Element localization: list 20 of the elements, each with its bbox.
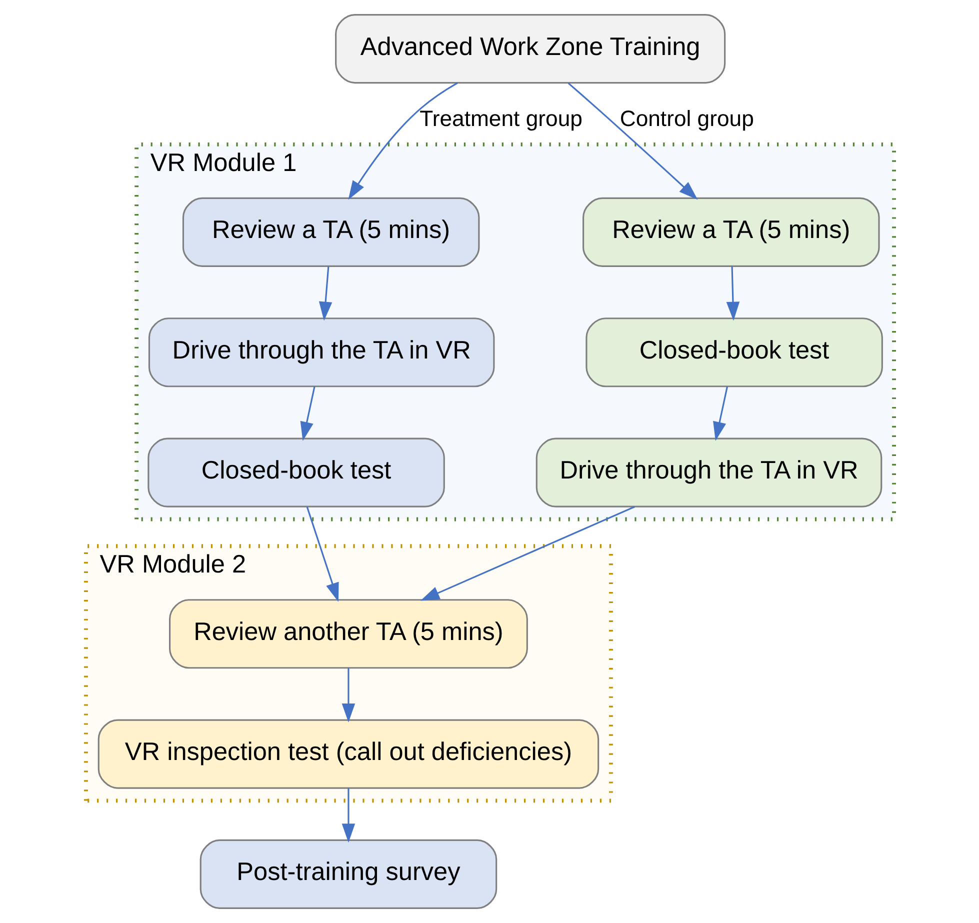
edge-label: Control group — [619, 106, 754, 131]
node-box: Drive through the TA in VR — [535, 438, 882, 508]
arrow — [341, 668, 355, 722]
node-box: Post-training survey — [199, 839, 497, 909]
arrow — [318, 266, 332, 321]
node-box: Review a TA (5 mins) — [582, 197, 880, 267]
arrow — [348, 82, 458, 200]
arrow — [567, 82, 698, 200]
node-box: Drive through the TA in VR — [148, 318, 494, 388]
node-box: Review a TA (5 mins) — [182, 197, 480, 267]
node-box: Advanced Work Zone Training — [334, 14, 726, 84]
node-box: Review another TA (5 mins) — [168, 599, 528, 669]
node-box: Closed-book test — [147, 438, 444, 508]
arrow — [300, 386, 315, 441]
arrow — [726, 266, 740, 321]
node-box: VR inspection test (call out deficiencies) — [97, 719, 599, 789]
arrow — [341, 788, 355, 843]
edge-label: Treatment group — [419, 106, 582, 131]
node-box: Closed-book test — [585, 318, 882, 388]
arrow — [712, 386, 728, 441]
